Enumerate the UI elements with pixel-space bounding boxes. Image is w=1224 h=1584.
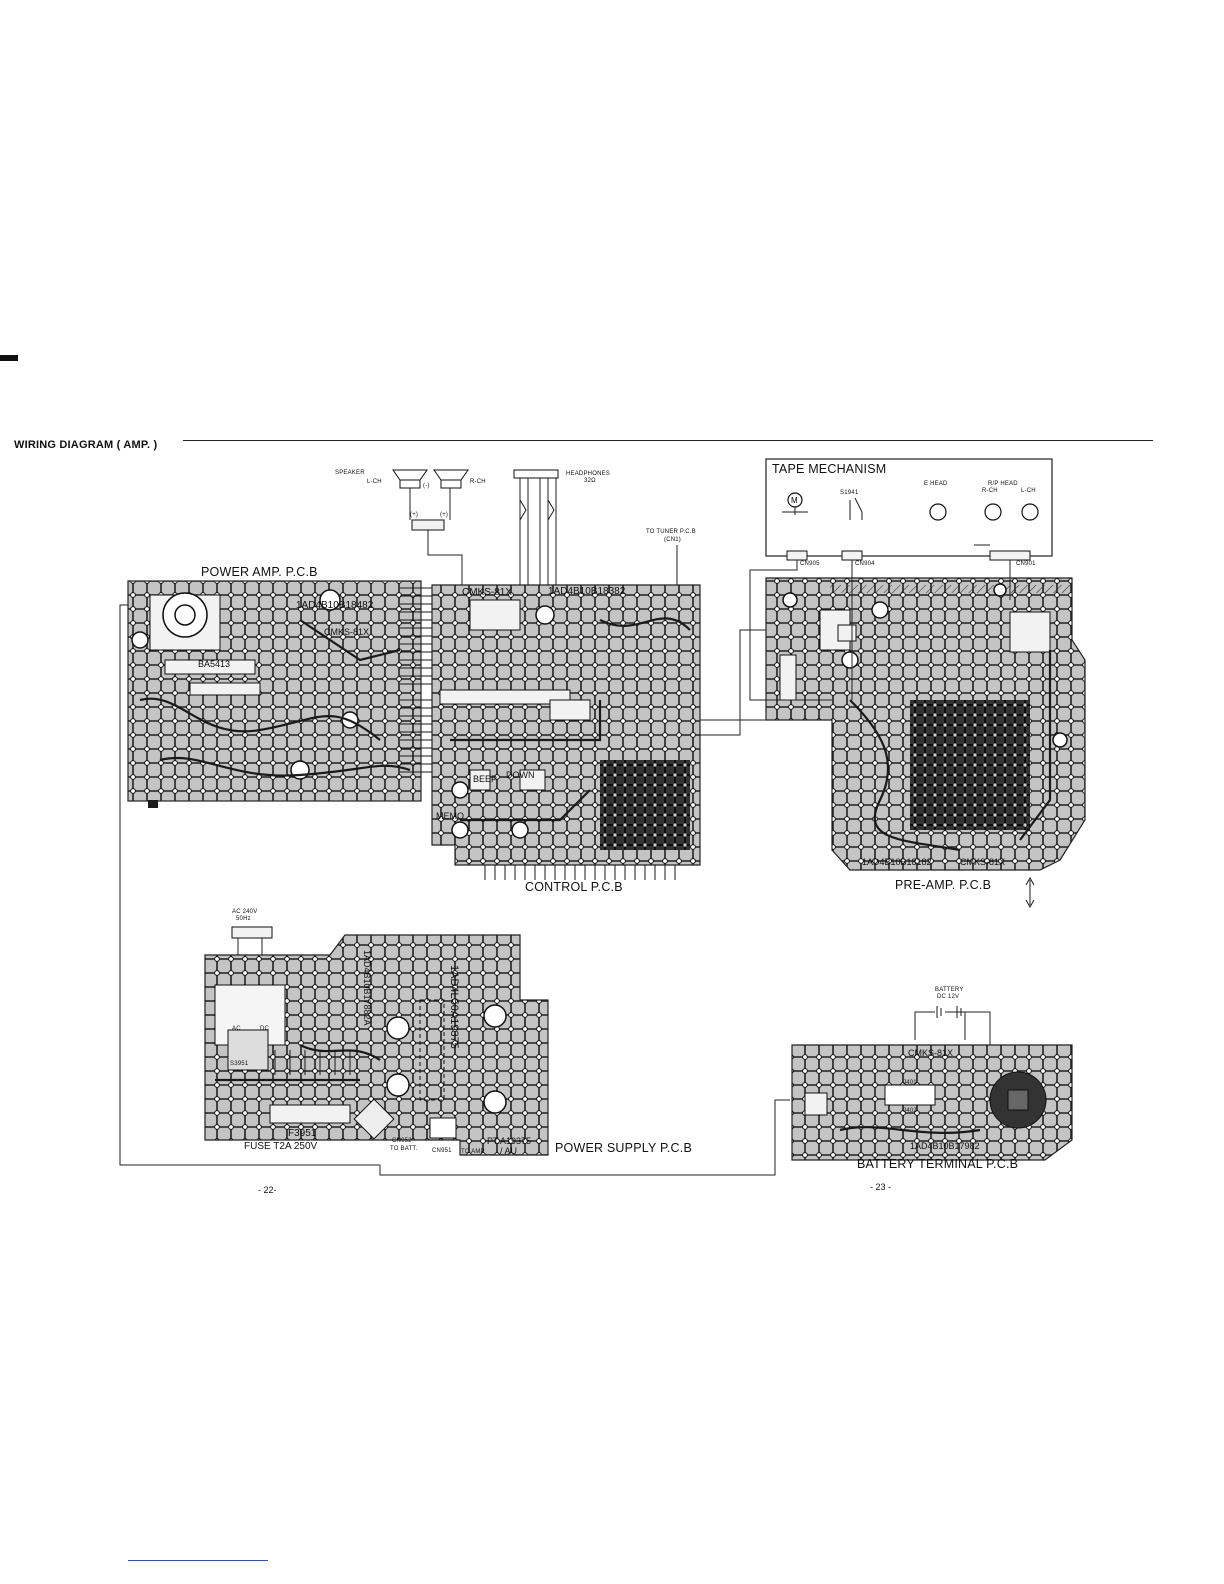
erase-head-icon: [929, 503, 947, 521]
control-to-preamp-wire: [700, 629, 766, 736]
control-label: CONTROL P.C.B: [525, 880, 623, 894]
power-amp-pcb: [127, 580, 422, 808]
j401-label: J401: [903, 1080, 917, 1086]
power-supply-pcb: [204, 926, 549, 1156]
title-rule: [183, 440, 1153, 441]
supply-loop-wire: [119, 604, 380, 1166]
pt-ref-label: PT:A19375: [487, 1136, 532, 1146]
speaker-r-label: R-CH: [470, 479, 486, 485]
power-amp-pcb-code: 1AD4B10B18482: [296, 600, 374, 611]
battery-pcb-code: 1AD4B10B17982: [910, 1141, 980, 1151]
svg-text:M: M: [791, 496, 798, 505]
battery-voltage-label: DC 12V: [937, 994, 960, 1000]
to-tuner-cn-label: (CN1): [664, 537, 681, 543]
inter-board-ribbon: [400, 587, 432, 773]
control-pcb-code: 1AD4B10B18382: [548, 586, 626, 597]
down-label: DOWN: [506, 770, 535, 780]
power-amp-ic-label: BA5413: [198, 659, 231, 669]
power-supply-label: POWER SUPPLY P.C.B: [555, 1141, 692, 1155]
fuse-rating-label: FUSE T2A 250V: [244, 1141, 318, 1152]
tape-mechanism-box: M: [749, 458, 1053, 701]
footer-link-underline: [128, 1560, 268, 1561]
battery-loop-wire: [379, 1099, 790, 1176]
headphones-label: HEADPHONES: [566, 471, 611, 477]
page-title: WIRING DIAGRAM ( AMP. ): [14, 439, 158, 451]
cn951-label: CN951: [432, 1148, 452, 1154]
ac-switch-label: AC: [232, 1026, 241, 1032]
page-number-left: - 22-: [258, 1185, 277, 1195]
speaker-plus-r-label: (+): [440, 512, 449, 518]
ac-freq-label: 50Hz: [236, 916, 251, 922]
s3951-label: S3951: [230, 1061, 249, 1067]
control-cmks-label: CMKS-81X: [462, 587, 513, 598]
headphones-jack: [513, 469, 559, 585]
ac-input-label: AC 240V: [232, 909, 258, 915]
j402-label: J402: [903, 1108, 917, 1114]
to-batt-label: TO BATT.: [390, 1146, 418, 1152]
switch-label: S1941: [840, 490, 859, 496]
battery-terminal-pcb: [791, 1006, 1073, 1161]
direction-arrow-icon: [1025, 876, 1035, 909]
speaker-plus-l-label: (+): [410, 512, 419, 518]
speaker-symbols: [392, 469, 469, 585]
pre-amp-pcb: [765, 577, 1086, 871]
rp-r-label: R-CH: [982, 488, 998, 494]
pre-amp-pcb-code: 1AD4B10B18182: [862, 857, 932, 867]
power-amp-label: POWER AMP. P.C.B: [201, 565, 318, 579]
rp-head-r-icon: [984, 503, 1002, 521]
speaker-minus-label: (-): [423, 483, 430, 489]
cn952-label: CN952: [392, 1138, 412, 1144]
control-pcb: [431, 584, 701, 880]
registration-mark: [0, 355, 18, 361]
beep-label: BEEP: [473, 774, 498, 784]
power-supply-code-a: 1AD4L50A19375: [448, 965, 460, 1049]
page-number-right: - 23 -: [870, 1182, 892, 1192]
power-supply-code-b: 1AD4B10B17882A: [362, 950, 372, 1026]
cn904-label: CN904: [855, 561, 875, 567]
tape-mechanism-label: TAPE MECHANISM: [772, 462, 887, 476]
speaker-label: SPEAKER: [335, 470, 365, 476]
cn905-label: CN905: [800, 561, 820, 567]
to-amp-label: TO AMP: [461, 1149, 485, 1155]
cn901-label: CN901: [1016, 561, 1036, 567]
rp-l-label: L-CH: [1021, 488, 1036, 494]
to-tuner-label: TO TUNER P.C.B: [646, 529, 696, 535]
pt-sub-label: / AU: [500, 1146, 518, 1156]
headphones-impedance: 32Ω: [584, 478, 596, 484]
dc-switch-label: DC: [260, 1026, 270, 1032]
battery-terminal-label: BATTERY TERMINAL P.C.B: [857, 1157, 1019, 1171]
power-amp-cmks-label: CMKS-81X: [324, 627, 370, 637]
battery-label: BATTERY: [935, 987, 964, 993]
pre-amp-label: PRE-AMP. P.C.B: [895, 878, 992, 892]
pre-amp-cmks-label: CMKS-81X: [960, 857, 1006, 867]
memo-label: MEMO: [436, 811, 464, 821]
speaker-l-label: L-CH: [367, 479, 382, 485]
battery-cmks-label: CMKS-81X: [908, 1048, 954, 1058]
fuse-ref-label: F3951: [288, 1128, 317, 1139]
e-head-label: E HEAD: [924, 481, 948, 487]
rp-head-label: R/P HEAD: [988, 481, 1018, 487]
rp-head-l-icon: [1021, 503, 1039, 521]
